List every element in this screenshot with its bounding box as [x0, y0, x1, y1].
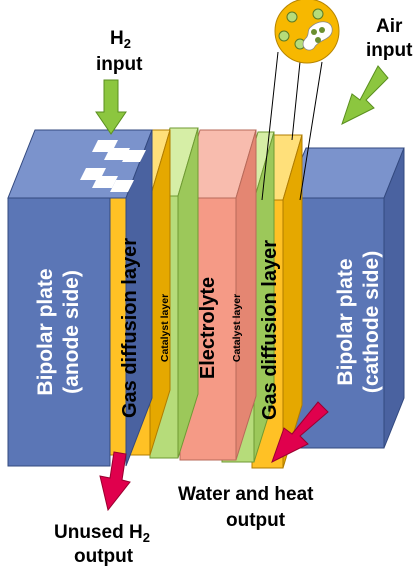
water-heat-label-line2: output — [226, 510, 286, 531]
h2-input-label-line2: input — [96, 54, 143, 75]
h2-input-arrow — [95, 79, 127, 135]
air-input-label-line2: input — [366, 40, 413, 61]
catalyst-anode-label: Catalyst layer — [159, 294, 171, 362]
air-input-arrow — [341, 65, 389, 125]
water-heat-label-line1: Water and heat — [178, 484, 314, 505]
bipolar-cathode-label-line1: Bipolar plate — [334, 258, 357, 385]
catalyst-cathode-label: Catalyst layer — [231, 294, 243, 362]
unused-h2-label-line1: Unused H2 — [54, 522, 150, 545]
air-input-label-line1: Air — [376, 16, 403, 37]
zoom-detail-circle — [261, 0, 340, 201]
bipolar-cathode-label-line2: (cathode side) — [360, 251, 383, 393]
gdl-anode-label: Gas diffusion layer — [119, 238, 141, 418]
bipolar-plate-anode — [7, 129, 153, 467]
bipolar-anode-label-line2: (anode side) — [60, 270, 83, 394]
unused-h2-label-line2: output — [74, 546, 134, 567]
unused-h2-output-arrow — [99, 451, 131, 512]
electrolyte-label: Electrolyte — [197, 277, 219, 379]
gdl-cathode-label: Gas diffusion layer — [259, 240, 281, 420]
water-heat-output-arrow — [271, 401, 329, 464]
h2-input-label-line1: H2 — [110, 28, 131, 51]
bipolar-anode-label-line1: Bipolar plate — [34, 268, 57, 395]
